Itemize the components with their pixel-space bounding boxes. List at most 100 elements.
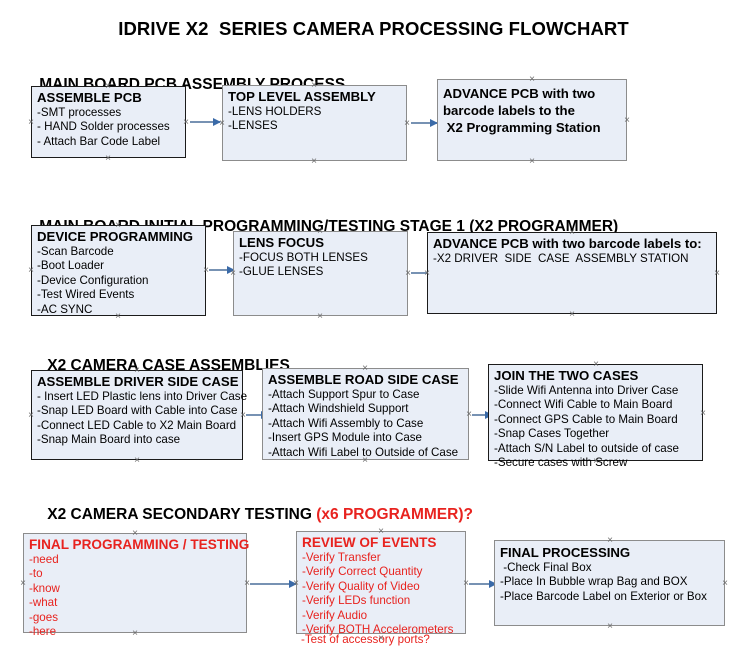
- resize-handle[interactable]: [377, 527, 386, 536]
- resize-handle[interactable]: [131, 529, 140, 538]
- node-line: -GLUE LENSES: [239, 265, 324, 279]
- resize-handle[interactable]: [104, 82, 113, 91]
- node-line: -Verify Correct Quantity: [302, 565, 423, 579]
- resize-handle[interactable]: [27, 266, 36, 275]
- node-line: -goes: [29, 610, 59, 624]
- resize-handle[interactable]: [114, 312, 123, 321]
- resize-handle[interactable]: [104, 154, 113, 163]
- node-title: FINAL PROGRAMMING / TESTING: [29, 537, 250, 552]
- node-line: -Insert GPS Module into Case: [268, 431, 423, 445]
- section-heading-accent: (x6 PROGRAMMER)?: [316, 506, 473, 523]
- node-line: -to: [29, 567, 43, 581]
- node-line: -Verify Audio: [302, 608, 368, 622]
- node-assemble-road-side-case[interactable]: ASSEMBLE ROAD SIDE CASE -Attach Support …: [262, 368, 469, 460]
- node-line: -Attach Support Spur to Case: [268, 388, 420, 401]
- resize-handle[interactable]: [528, 75, 537, 84]
- node-line: -Scan Barcode: [37, 245, 114, 258]
- resize-handle[interactable]: [606, 622, 615, 631]
- node-overflow-line: -Test of accessory ports?: [301, 633, 430, 646]
- resize-handle[interactable]: [377, 634, 386, 643]
- resize-handle[interactable]: [713, 269, 722, 278]
- node-line: -Snap LED Board with Cable into Case: [37, 404, 238, 418]
- node-device-programming[interactable]: DEVICE PROGRAMMING -Scan Barcode -Boot L…: [31, 225, 206, 316]
- resize-handle[interactable]: [316, 312, 325, 321]
- node-line: -Snap Main Board into case: [37, 433, 181, 447]
- resize-handle[interactable]: [316, 227, 325, 236]
- resize-handle[interactable]: [623, 116, 632, 125]
- node-line: -Test Wired Events: [37, 288, 135, 302]
- resize-handle[interactable]: [568, 228, 577, 237]
- node-title: ASSEMBLE PCB: [37, 90, 142, 105]
- resize-handle[interactable]: [606, 536, 615, 545]
- node-line: -Place In Bubble wrap Bag and BOX: [500, 575, 688, 589]
- node-assemble-pcb[interactable]: ASSEMBLE PCB -SMT processes - HAND Solde…: [31, 86, 186, 158]
- resize-handle[interactable]: [592, 457, 601, 466]
- resize-handle[interactable]: [19, 579, 28, 588]
- node-line: -Verify Transfer: [302, 551, 381, 564]
- resize-handle[interactable]: [310, 157, 319, 166]
- resize-handle[interactable]: [361, 364, 370, 373]
- node-line: -SMT processes: [37, 106, 122, 119]
- resize-handle[interactable]: [218, 119, 227, 128]
- resize-handle[interactable]: [721, 579, 730, 588]
- resize-handle[interactable]: [310, 81, 319, 90]
- connector-arrow: [411, 118, 438, 127]
- node-line: -Attach S/N Label to outside of case: [494, 441, 679, 455]
- resize-handle[interactable]: [699, 409, 708, 418]
- section-heading-text: X2 CAMERA SECONDARY TESTING: [47, 506, 317, 523]
- node-line: -Verify BOTH Accelerometers: [302, 623, 454, 637]
- node-final-processing[interactable]: FINAL PROCESSING -Check Final Box -Place…: [494, 540, 725, 626]
- node-title: ASSEMBLE DRIVER SIDE CASE: [37, 374, 239, 389]
- node-line: - Insert LED Plastic lens into Driver Ca…: [37, 390, 248, 403]
- node-lens-focus[interactable]: LENS FOCUS -FOCUS BOTH LENSES -GLUE LENS…: [233, 231, 408, 316]
- node-line: -Boot Loader: [37, 259, 105, 273]
- connector-arrow: [469, 579, 497, 588]
- node-title: TOP LEVEL ASSEMBLY: [228, 89, 376, 104]
- node-advance-pcb-to-driver-side-case[interactable]: ADVANCE PCB with two barcode labels to: …: [427, 232, 717, 314]
- node-line: -Slide Wifi Antenna into Driver Case: [494, 384, 679, 397]
- node-title: ADVANCE PCB with two barcode labels to:: [433, 236, 702, 251]
- resize-handle[interactable]: [133, 456, 142, 465]
- node-join-the-two-cases[interactable]: JOIN THE TWO CASES -Slide Wifi Antenna i…: [488, 364, 703, 469]
- node-line: -Verify Quality of Video: [302, 579, 420, 593]
- node-line: -Connect Wifi Cable to Main Board: [494, 398, 673, 412]
- node-top-level-assembly[interactable]: TOP LEVEL ASSEMBLY -LENS HOLDERS -LENSES: [222, 85, 407, 161]
- node-line: -LENSES: [228, 119, 278, 133]
- resize-handle[interactable]: [114, 221, 123, 230]
- connector-arrow: [190, 117, 221, 126]
- node-title: JOIN THE TWO CASES: [494, 368, 639, 383]
- resize-handle[interactable]: [292, 579, 301, 588]
- node-line: -Place Barcode Label on Exterior or Box: [500, 589, 707, 603]
- node-line: - Attach Bar Code Label: [37, 134, 161, 148]
- node-advance-pcb-to-programming-station[interactable]: ADVANCE PCB with two barcode labels to t…: [437, 79, 627, 161]
- node-final-programming-testing[interactable]: FINAL PROGRAMMING / TESTING -need -to -k…: [23, 533, 250, 638]
- node-title: FINAL PROCESSING: [500, 545, 631, 560]
- resize-handle[interactable]: [568, 310, 577, 319]
- node-line: -Attach Wifi Label to Outside of Case: [268, 445, 459, 459]
- node-line: -here: [29, 625, 57, 639]
- node-line: -Snap Cases Together: [494, 427, 610, 441]
- resize-handle[interactable]: [229, 269, 238, 278]
- node-line: -Attach Wifi Assembly to Case: [268, 416, 424, 430]
- resize-handle[interactable]: [361, 456, 370, 465]
- node-assemble-driver-side-case[interactable]: ASSEMBLE DRIVER SIDE CASE - Insert LED P…: [31, 370, 248, 460]
- resize-handle[interactable]: [592, 360, 601, 369]
- section-heading-text: X2 CAMERA CASE ASSEMBLIES: [47, 357, 290, 374]
- connector-arrow: [250, 579, 297, 588]
- section-heading-x2-camera-case-assemblies: X2 CAMERA CASE ASSEMBLIES: [30, 339, 290, 393]
- resize-handle[interactable]: [528, 157, 537, 166]
- node-review-of-events[interactable]: REVIEW OF EVENTS -Verify Transfer -Verif…: [296, 531, 466, 637]
- node-line: -need: [29, 553, 59, 566]
- node-line: -Connect LED Cable to X2 Main Board: [37, 418, 237, 432]
- resize-handle[interactable]: [27, 118, 36, 127]
- node-line: -Connect GPS Cable to Main Board: [494, 412, 678, 426]
- resize-handle[interactable]: [27, 411, 36, 420]
- node-line: -Check Final Box: [500, 561, 592, 574]
- resize-handle[interactable]: [131, 629, 140, 638]
- page-title: IDRIVE X2 SERIES CAMERA PROCESSING FLOWC…: [118, 18, 629, 39]
- node-line: -what: [29, 596, 58, 610]
- node-line: -X2 DRIVER SIDE CASE ASSEMBLY STATION: [433, 252, 689, 265]
- resize-handle[interactable]: [423, 269, 432, 278]
- resize-handle[interactable]: [133, 366, 142, 375]
